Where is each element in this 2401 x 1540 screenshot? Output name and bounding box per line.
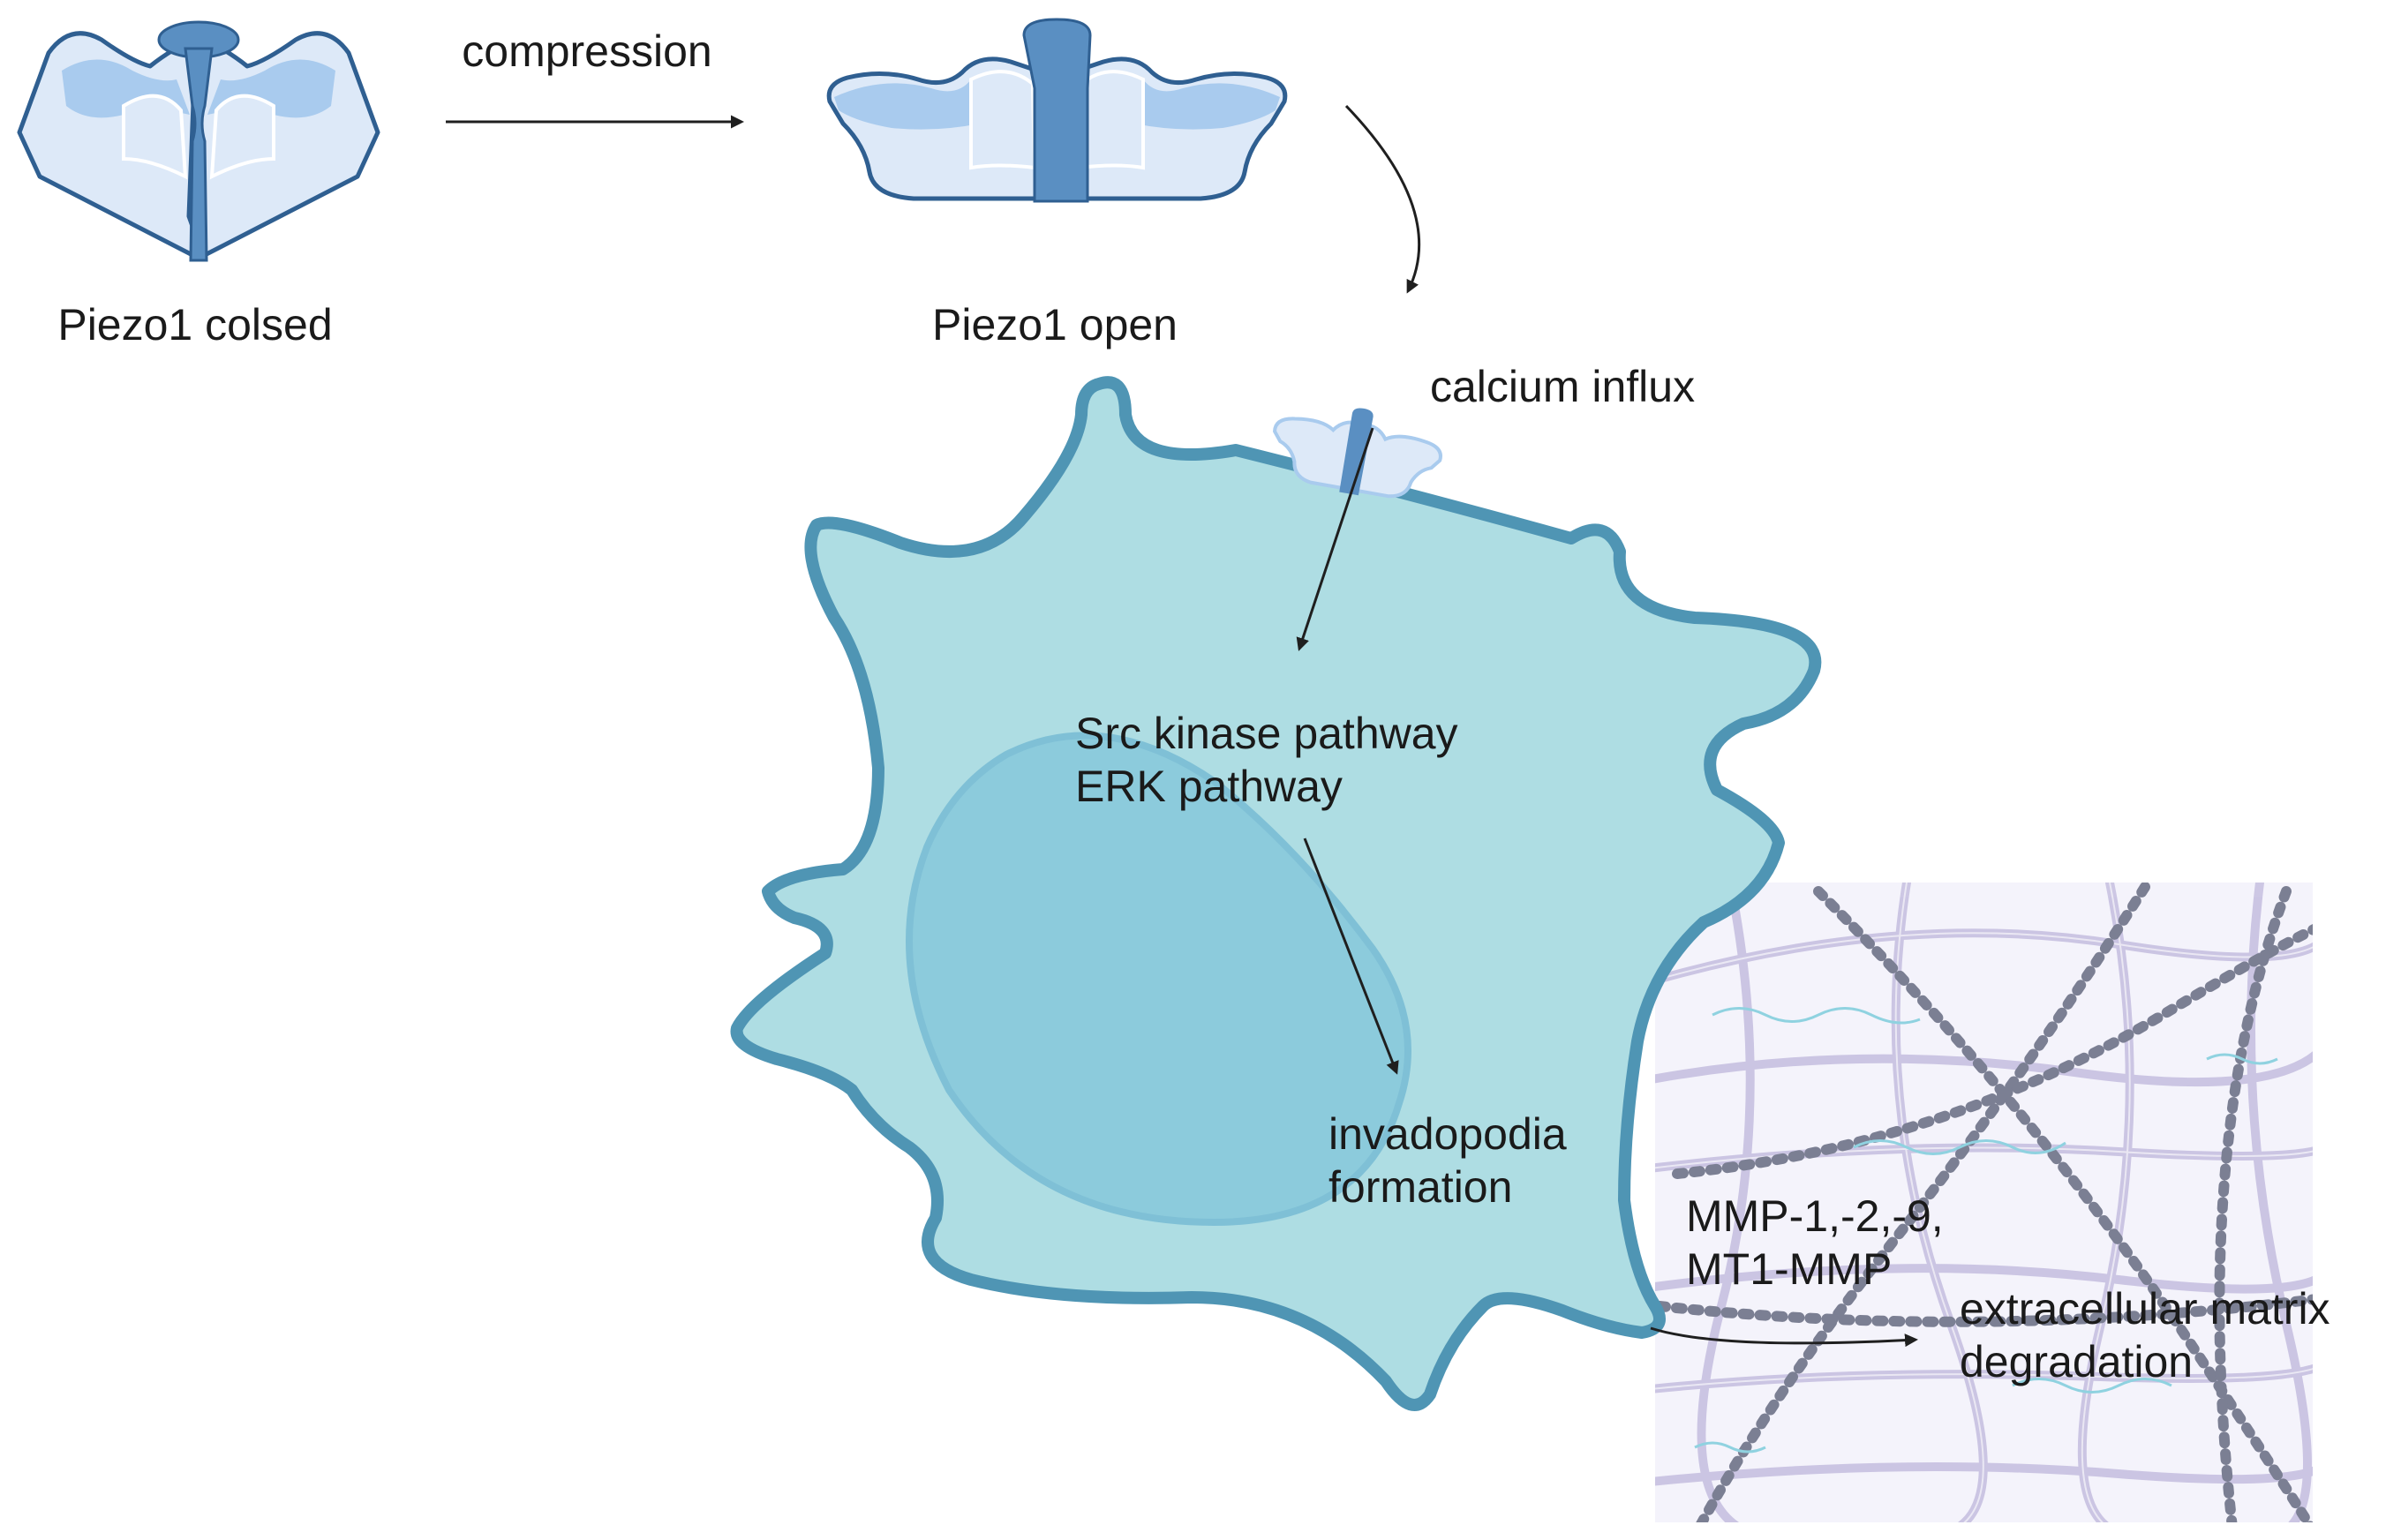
piezo-open-label: Piezo1 open bbox=[932, 300, 1178, 349]
open-to-influx-arrow bbox=[1344, 104, 1420, 294]
calcium-influx-label: calcium influx bbox=[1430, 362, 1695, 411]
mmp-label-line2: MT1-MMP bbox=[1686, 1244, 1892, 1294]
pathway-arrow bbox=[1303, 838, 1399, 1075]
pathway-label-line1: Src kinase pathway bbox=[1075, 709, 1458, 758]
degradation-arrow bbox=[1650, 1326, 1918, 1348]
invadopodia-label-line2: formation bbox=[1328, 1162, 1512, 1212]
compression-label: compression bbox=[462, 26, 711, 76]
pathway-label-line2: ERK pathway bbox=[1075, 762, 1343, 811]
mmp-label-line1: MMP-1,-2,-9, bbox=[1686, 1191, 1944, 1241]
piezo-closed-label: Piezo1 colsed bbox=[57, 300, 332, 349]
nucleus bbox=[906, 732, 1411, 1227]
invadopodia-label-line1: invadopodia bbox=[1328, 1109, 1567, 1159]
extracellular-matrix bbox=[1655, 883, 2313, 1522]
influx-arrow bbox=[1296, 427, 1374, 651]
ecm-label-line1: extracellular matrix bbox=[1960, 1284, 2330, 1333]
piezo1-closed-icon bbox=[17, 20, 380, 262]
piezo1-open-icon bbox=[826, 18, 1288, 203]
membrane-piezo1-channel-icon bbox=[1273, 408, 1442, 499]
ecm-label-line2: degradation bbox=[1960, 1337, 2193, 1386]
